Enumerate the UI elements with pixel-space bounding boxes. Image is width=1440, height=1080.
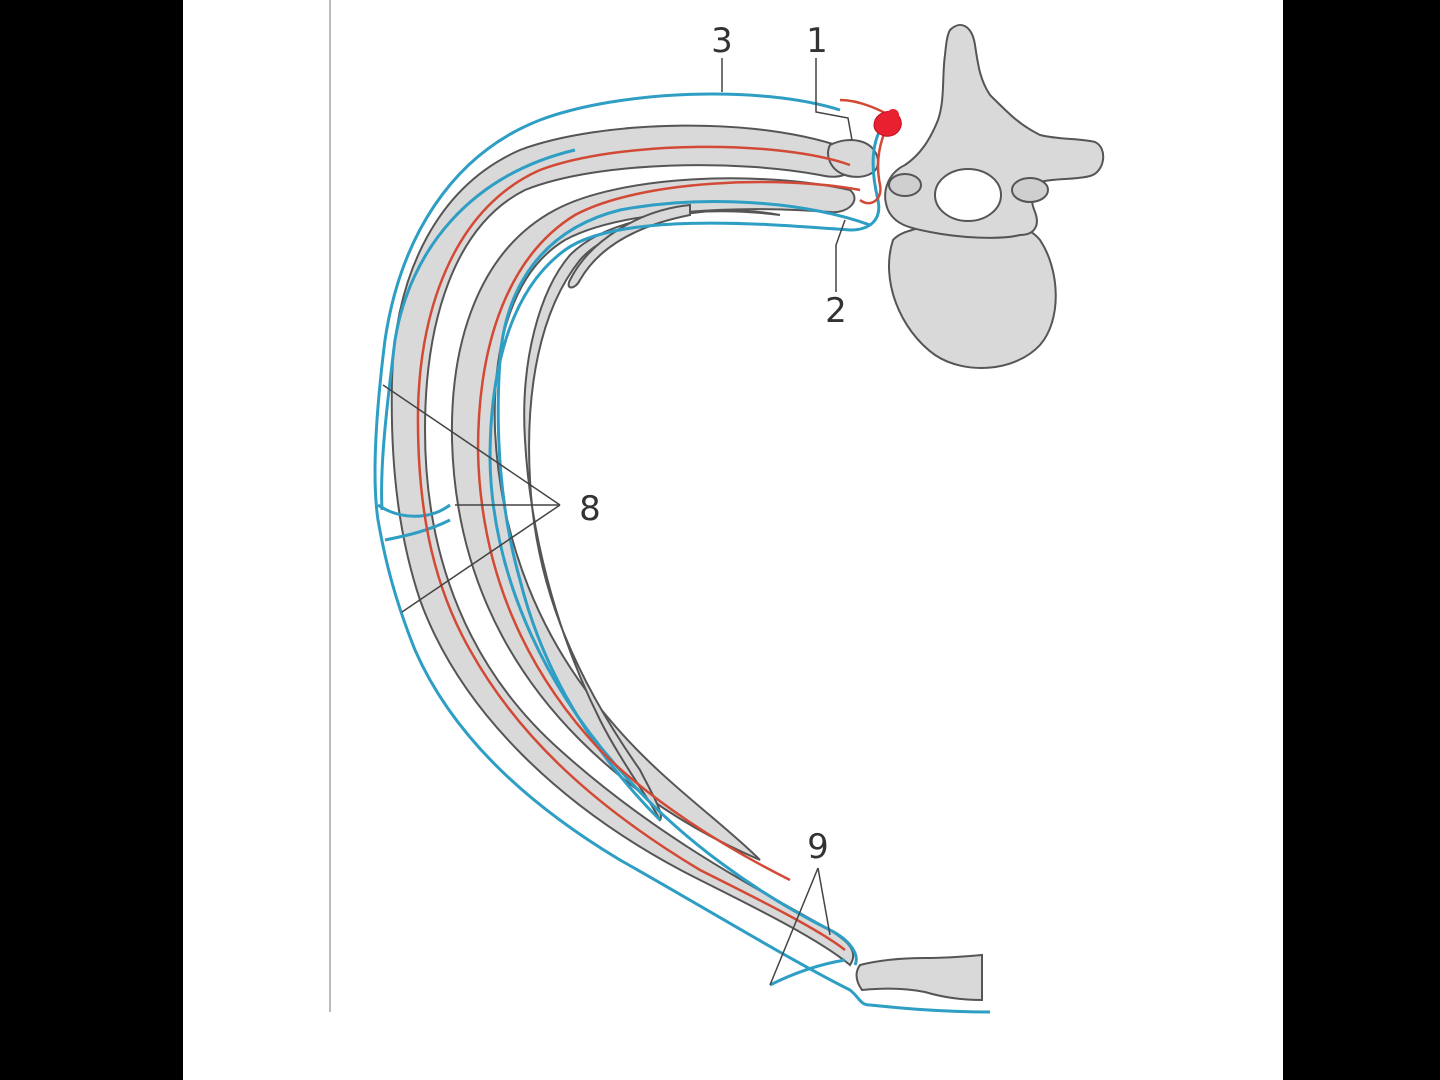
nerves bbox=[373, 92, 991, 1014]
label-1: 1 bbox=[806, 21, 828, 61]
vertebral-foramen bbox=[934, 168, 1002, 222]
nerve-main bbox=[488, 129, 882, 966]
leader-8c bbox=[401, 504, 561, 613]
costal-facet bbox=[1011, 177, 1049, 203]
nerve-inner bbox=[496, 200, 871, 822]
leader-8a bbox=[382, 384, 561, 506]
nerve-outer bbox=[373, 92, 991, 1014]
rib-inner bbox=[523, 209, 781, 822]
rib-upper bbox=[390, 124, 855, 967]
spinal-ganglion bbox=[873, 109, 902, 137]
label-3: 3 bbox=[711, 21, 733, 61]
leader-1 bbox=[815, 58, 853, 141]
artery-outer bbox=[416, 145, 851, 951]
vertebral-body bbox=[888, 217, 1057, 369]
vertebra bbox=[884, 24, 1105, 369]
rib-inner-small bbox=[567, 203, 691, 289]
nerve-branch-8 bbox=[377, 503, 451, 542]
label-2: 2 bbox=[825, 291, 847, 331]
label-9: 9 bbox=[807, 827, 829, 867]
leader-lines bbox=[382, 58, 853, 986]
leader-2 bbox=[835, 219, 846, 292]
rib-middle bbox=[450, 177, 856, 861]
costal-facet-left bbox=[888, 173, 922, 197]
label-8: 8 bbox=[579, 489, 601, 529]
rib-neck bbox=[827, 139, 880, 178]
costal-cartilage bbox=[855, 953, 983, 1002]
leader-9b bbox=[817, 867, 831, 936]
nerve-branch-9 bbox=[769, 958, 846, 987]
leader-9a bbox=[769, 867, 819, 986]
nerve-outer-2 bbox=[380, 148, 576, 511]
artery-root bbox=[859, 119, 892, 205]
